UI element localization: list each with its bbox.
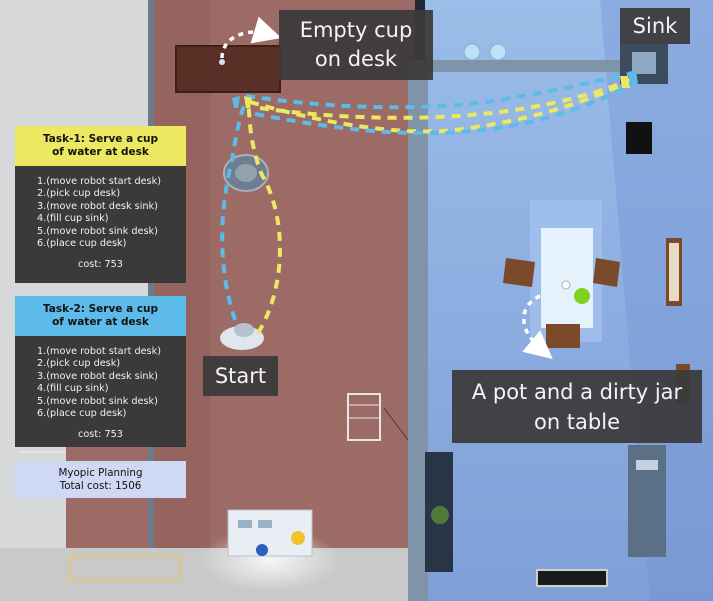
task-2-step: 6.(place cup desk) (37, 408, 127, 420)
summary-total-cost: Total cost: 1506 (59, 479, 142, 492)
task-2-step: 5.(move robot sink desk) (37, 395, 158, 407)
task-1-panel: Task-1: Serve a cup of water at desk 1.(… (15, 126, 186, 283)
task-2-step: 2.(pick cup desk) (37, 358, 121, 370)
task-1-step: 3.(move robot desk sink) (37, 200, 158, 212)
robot-start (220, 323, 264, 350)
task-1-step: 2.(pick cup desk) (37, 188, 121, 200)
task-2-step: 4.(fill cup sink) (37, 383, 109, 395)
task-1-steps: 1.(move robot start desk) 2.(pick cup de… (15, 166, 186, 283)
planning-summary: Myopic Planning Total cost: 1506 (15, 461, 186, 498)
task-2-title: Task-2: Serve a cup of water at desk (15, 296, 186, 336)
path-task-1 (246, 78, 631, 335)
path-task-2 (220, 72, 633, 321)
cup-icon-desk (219, 59, 252, 108)
dining-table (541, 228, 593, 328)
desk (176, 46, 280, 92)
caption-pot-and-jar: A pot and a dirty jar on table (452, 370, 702, 443)
task-2-cost: cost: 753 (78, 429, 123, 441)
caption-empty-cup: Empty cup on desk (279, 10, 433, 80)
dividing-wall (408, 60, 428, 601)
task-1-cost: cost: 753 (78, 259, 123, 271)
caption-sink: Sink (620, 8, 690, 44)
caption-start: Start (203, 356, 278, 396)
path-white-desk (220, 16, 282, 59)
task-1-step: 1.(move robot start desk) (37, 176, 161, 187)
task-1-step: 5.(move robot sink desk) (37, 225, 158, 237)
path-white-table (522, 294, 553, 359)
target-marker (574, 288, 590, 304)
task-2-panel: Task-2: Serve a cup of water at desk 1.(… (15, 296, 186, 447)
task-2-steps: 1.(move robot start desk) 2.(pick cup de… (15, 336, 186, 447)
task-1-step: 4.(fill cup sink) (37, 213, 109, 225)
task-2-step: 1.(move robot start desk) (37, 346, 161, 357)
task-1-step: 6.(place cup desk) (37, 238, 127, 250)
task-1-title: Task-1: Serve a cup of water at desk (15, 126, 186, 166)
summary-title: Myopic Planning (58, 467, 143, 479)
task-2-step: 3.(move robot desk sink) (37, 370, 158, 382)
cup-icon-sink (620, 70, 638, 88)
